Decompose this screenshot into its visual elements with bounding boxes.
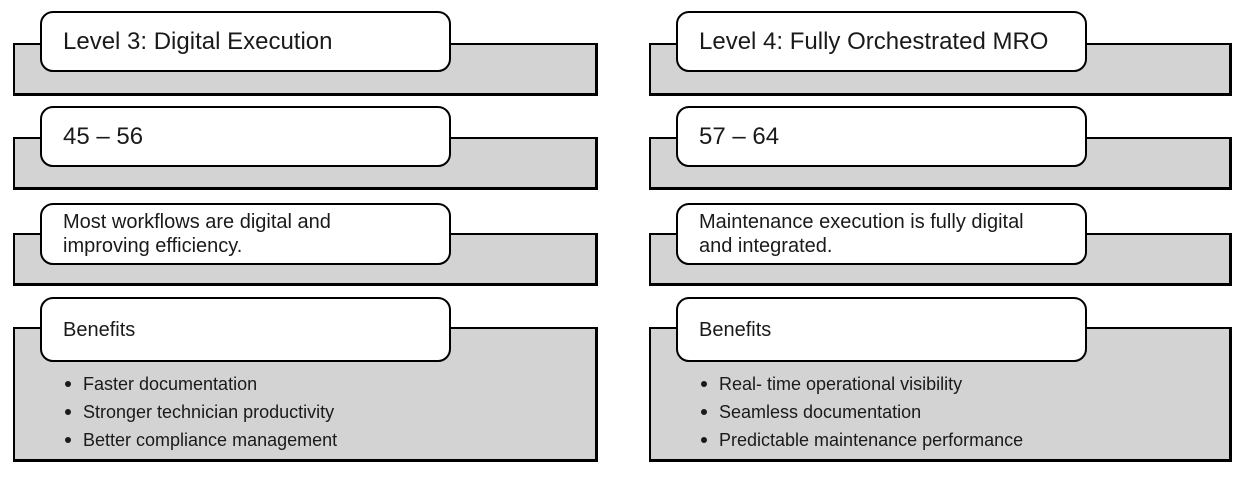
benefit-item: Faster documentation xyxy=(63,370,578,398)
level-description: Maintenance execution is fully digital a… xyxy=(699,211,1024,257)
benefit-item: Stronger technician productivity xyxy=(63,398,578,426)
score-range-card: 45 – 56 xyxy=(40,106,451,167)
score-range: 45 – 56 xyxy=(63,122,144,150)
benefit-item: Better compliance management xyxy=(63,426,578,454)
description-card: Maintenance execution is fully digital a… xyxy=(676,203,1087,265)
benefit-item: Predictable maintenance performance xyxy=(699,426,1212,454)
score-range-card: 57 – 64 xyxy=(676,106,1087,167)
benefits-label: Benefits xyxy=(63,318,136,341)
level-title-card: Level 4: Fully Orchestrated MRO xyxy=(676,11,1087,72)
score-range: 57 – 64 xyxy=(699,122,780,150)
benefit-item: Seamless documentation xyxy=(699,398,1212,426)
level-title: Level 3: Digital Execution xyxy=(63,27,333,55)
maturity-column-level3: Level 3: Digital Execution 45 – 56 Most … xyxy=(13,0,598,481)
description-card: Most workflows are digital and improving… xyxy=(40,203,451,265)
benefits-label-card: Benefits xyxy=(40,297,451,362)
level-description: Most workflows are digital and improving… xyxy=(63,211,331,257)
benefits-label: Benefits xyxy=(699,318,772,341)
benefits-label-card: Benefits xyxy=(676,297,1087,362)
maturity-column-level4: Level 4: Fully Orchestrated MRO 57 – 64 … xyxy=(649,0,1232,481)
benefit-item: Real- time operational visibility xyxy=(699,370,1212,398)
level-title-card: Level 3: Digital Execution xyxy=(40,11,451,72)
level-title: Level 4: Fully Orchestrated MRO xyxy=(699,27,1049,55)
